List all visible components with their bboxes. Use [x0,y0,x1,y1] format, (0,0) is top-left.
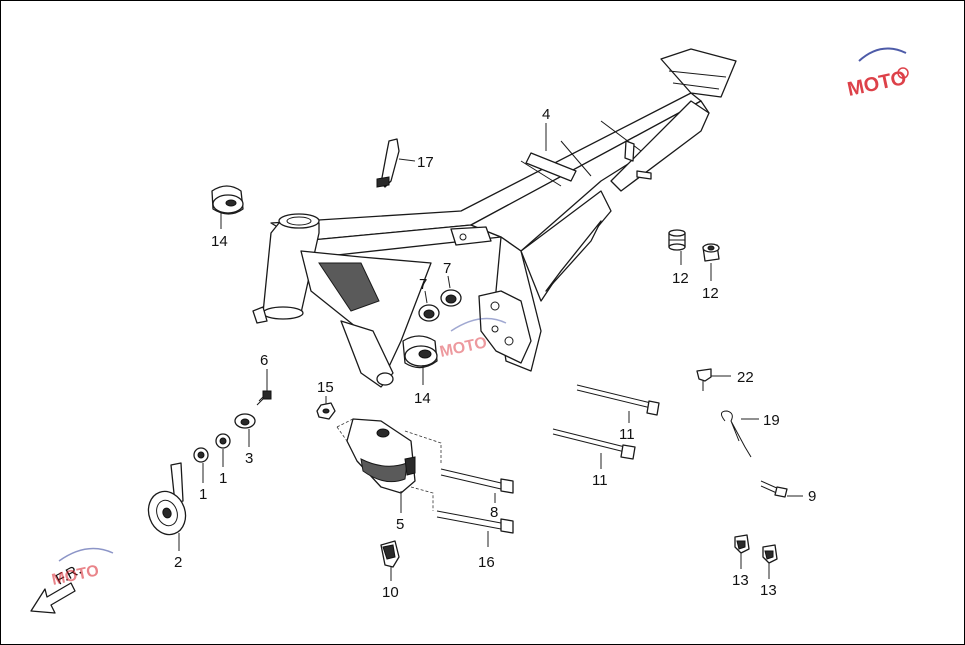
part-10-clip [380,540,400,581]
watermark-logo-top-right: MOTO [845,47,909,101]
part-8-bolt [440,468,514,503]
callout-16: 16 [478,554,495,571]
callout-5: 5 [396,516,404,533]
part-5-bracket-plate [336,418,442,513]
part-17-bracket [376,138,416,188]
callout-2: 2 [174,554,182,571]
callout-12: 12 [702,285,719,302]
watermark-text: MOTO [438,334,488,361]
frame-assembly [252,48,737,388]
callout-labels: 1 1 2 3 4 5 6 7 7 8 9 10 11 11 12 12 13 … [174,106,816,601]
part-6-bolt [256,369,272,406]
callout-10: 10 [382,584,399,601]
part-19-spring [721,410,759,458]
watermark-text: MOTO [50,562,100,589]
callout-4: 4 [542,106,550,123]
watermark-text: MOTO [845,67,908,101]
callout-13: 13 [732,572,749,589]
part-14-bushing-center [402,335,438,385]
callout-6: 6 [260,352,268,369]
callout-9: 9 [808,488,816,505]
callout-7: 7 [443,260,451,277]
callout-11: 11 [592,472,608,489]
part-2-horn [147,462,187,551]
callout-8: 8 [490,504,498,521]
part-9-bolt [760,480,803,498]
callout-3: 3 [245,450,253,467]
watermark-logo-bottom-left: MOTO [50,547,114,589]
part-15-nut [316,396,336,420]
part-22-fitting [696,368,731,391]
callout-13: 13 [760,582,777,599]
part-13-clamps [734,534,778,579]
part-1-washers [193,433,231,483]
callout-1: 1 [199,486,207,503]
callout-15: 15 [317,379,334,396]
part-16-bolt [436,510,514,547]
callout-17: 17 [417,154,434,171]
part-12-grommets [668,229,720,281]
callout-12: 12 [672,270,689,287]
callout-1: 1 [219,470,227,487]
part-11-bolts [552,384,660,469]
callout-7: 7 [419,276,427,293]
callout-14: 14 [414,390,431,407]
callout-14: 14 [211,233,228,250]
callout-11: 11 [619,426,635,443]
part-3-collar [234,413,256,447]
callout-22: 22 [737,369,754,386]
callout-19: 19 [763,412,780,429]
part-7-collars [418,275,462,322]
part-14-bushing-left [211,185,244,229]
